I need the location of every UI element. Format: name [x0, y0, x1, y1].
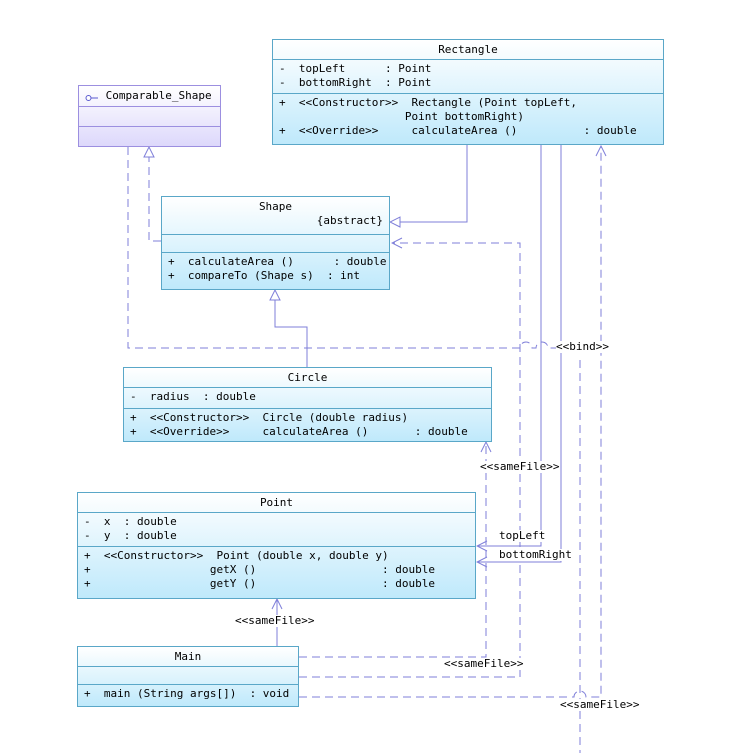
point-class-name: Point	[78, 493, 475, 513]
samefile-main-label: <<sameFile>>	[444, 657, 524, 670]
main-class-name: Main	[78, 647, 298, 667]
samefile-rectangle-label: <<sameFile>>	[560, 698, 640, 711]
main-shape-dependency	[299, 243, 521, 678]
point-class[interactable]: Point - x : double - y : double + <<Cons…	[77, 492, 476, 599]
point-operations: + <<Constructor>> Point (double x, doubl…	[78, 547, 475, 593]
point-attribute: - x : double	[84, 515, 177, 528]
circle-attributes: - radius : double	[124, 388, 491, 409]
rectangle-operation: + <<Override>> calculateArea () : double	[279, 124, 637, 137]
point-operation: + getY () : double	[84, 577, 435, 590]
comparable-attributes	[79, 107, 220, 127]
topleft-label: topLeft	[499, 529, 546, 542]
circle-class-name: Circle	[124, 368, 491, 388]
rectangle-attribute: - topLeft : Point	[279, 62, 432, 75]
main-circle-dependency	[299, 442, 486, 658]
bind-dependency	[127, 147, 560, 349]
rectangle-attribute: - bottomRight : Point	[279, 76, 432, 89]
point-operation: + <<Constructor>> Point (double x, doubl…	[84, 549, 389, 562]
main-operation: + main (String args[]) : void	[84, 687, 290, 700]
rectangle-operation: + <<Constructor>> Rectangle (Point topLe…	[279, 96, 578, 109]
shape-attributes	[162, 235, 389, 253]
interface-lollipop-icon	[85, 92, 99, 101]
comparable-operations	[79, 127, 220, 146]
main-attributes	[78, 667, 298, 685]
main-operations: + main (String args[]) : void	[78, 685, 298, 703]
samefile-point-label: <<sameFile>>	[235, 614, 315, 627]
main-rectangle-dependency	[299, 146, 601, 698]
comparable-shape-name: Comparable_Shape	[105, 89, 212, 102]
point-attributes: - x : double - y : double	[78, 513, 475, 547]
circle-operation: + <<Constructor>> Circle (double radius)	[130, 411, 409, 424]
rectangle-class-name: Rectangle	[273, 40, 663, 60]
circle-operation: + <<Override>> calculateArea () : double	[130, 425, 468, 438]
point-operation: + getX () : double	[84, 563, 435, 576]
circle-operations: + <<Constructor>> Circle (double radius)…	[124, 409, 491, 441]
circle-attribute: - radius : double	[130, 390, 256, 403]
shape-stereotype: {abstract}	[316, 214, 383, 227]
rectangle-operations: + <<Constructor>> Rectangle (Point topLe…	[273, 94, 663, 140]
circle-shape-generalization	[275, 290, 308, 367]
bind-label: <<bind>>	[556, 340, 609, 353]
rectangle-shape-generalization	[390, 145, 468, 222]
shape-operations: + calculateArea () : double + compareTo …	[162, 253, 389, 285]
comparable-shape-interface[interactable]: Comparable_Shape	[78, 85, 221, 147]
samefile-circle-label: <<sameFile>>	[480, 460, 560, 473]
shape-class[interactable]: Shape {abstract} + calculateArea () : do…	[161, 196, 390, 290]
rectangle-point-bottomright	[477, 145, 562, 562]
rectangle-operation: Point bottomRight)	[279, 110, 525, 123]
shape-operation: + calculateArea () : double	[168, 255, 387, 268]
main-class[interactable]: Main + main (String args[]) : void	[77, 646, 299, 707]
rectangle-class[interactable]: Rectangle - topLeft : Point - bottomRigh…	[272, 39, 664, 145]
point-attribute: - y : double	[84, 529, 177, 542]
shape-comparable-realization	[149, 147, 161, 242]
circle-class[interactable]: Circle - radius : double + <<Constructor…	[123, 367, 492, 442]
bottomright-label: bottomRight	[499, 548, 572, 561]
shape-operation: + compareTo (Shape s) : int	[168, 269, 361, 282]
rectangle-attributes: - topLeft : Point - bottomRight : Point	[273, 60, 663, 94]
shape-class-name: Shape	[258, 200, 293, 213]
rectangle-point-topleft	[477, 145, 542, 546]
